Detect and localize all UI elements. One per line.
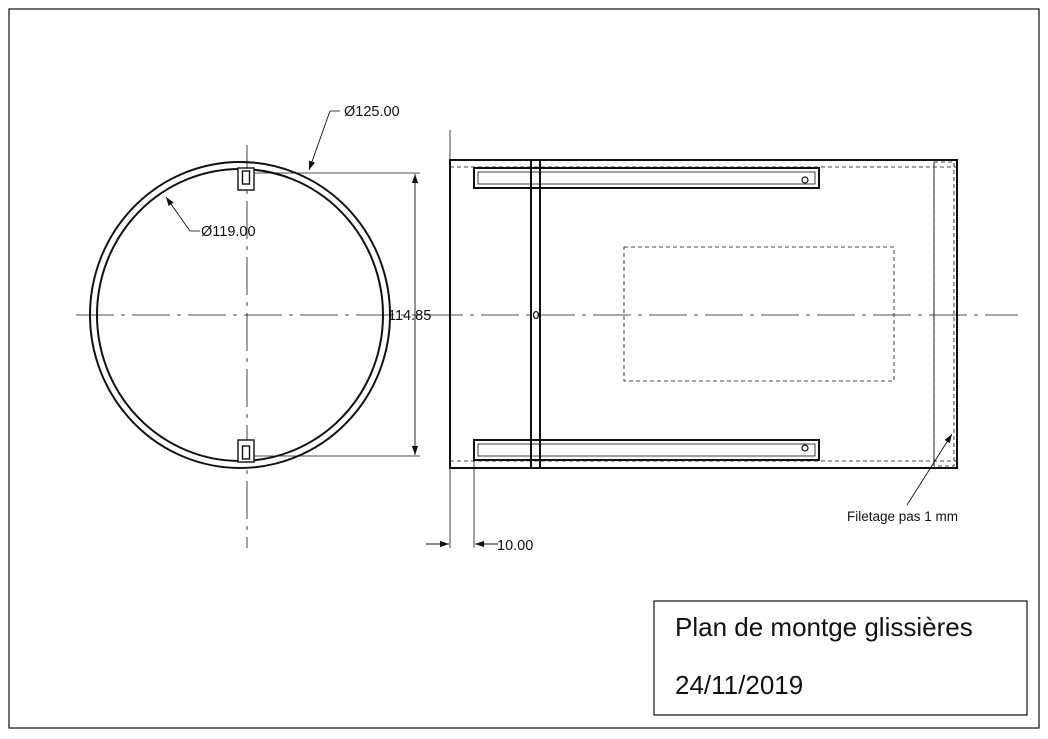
threaded-end [933,161,955,467]
ring-hole [532,310,540,320]
drawing-title: Plan de montge glissières [675,612,973,642]
ring-band [530,159,541,469]
height-dimension-text: 114.85 [388,308,431,324]
offset-dimension-text: 10.00 [497,538,533,554]
outer-circle [89,161,391,469]
drawing-date: 24/11/2019 [675,670,803,700]
outer-diameter-text: Ø125.00 [344,104,400,120]
top-rail [473,167,820,189]
thread-note-leader [906,433,953,506]
title-block: Plan de montge glissières 24/11/2019 [653,600,1028,716]
end-view: 114.85 Ø125.00 Ø119.00 [76,104,431,548]
tube-body [449,159,958,469]
bottom-rail-inner [477,443,816,457]
bottom-slot [237,439,255,463]
inner-diameter-leader-slant [165,196,191,232]
top-slot [237,167,255,191]
title-block-frame [653,600,1028,716]
bottom-rail-hole [801,444,809,452]
hidden-window [623,246,895,382]
sheet-border [8,8,1040,729]
inner-diameter-text: Ø119.00 [201,224,256,240]
outer-diameter-leader-slant [308,110,331,171]
top-rail-inner [477,171,816,185]
thread-note-text: Filetage pas 1 mm [847,509,958,524]
bottom-rail [473,439,820,461]
side-view: Filetage pas 1 mm 10.00 [425,130,1018,554]
top-rail-hole [801,176,809,184]
